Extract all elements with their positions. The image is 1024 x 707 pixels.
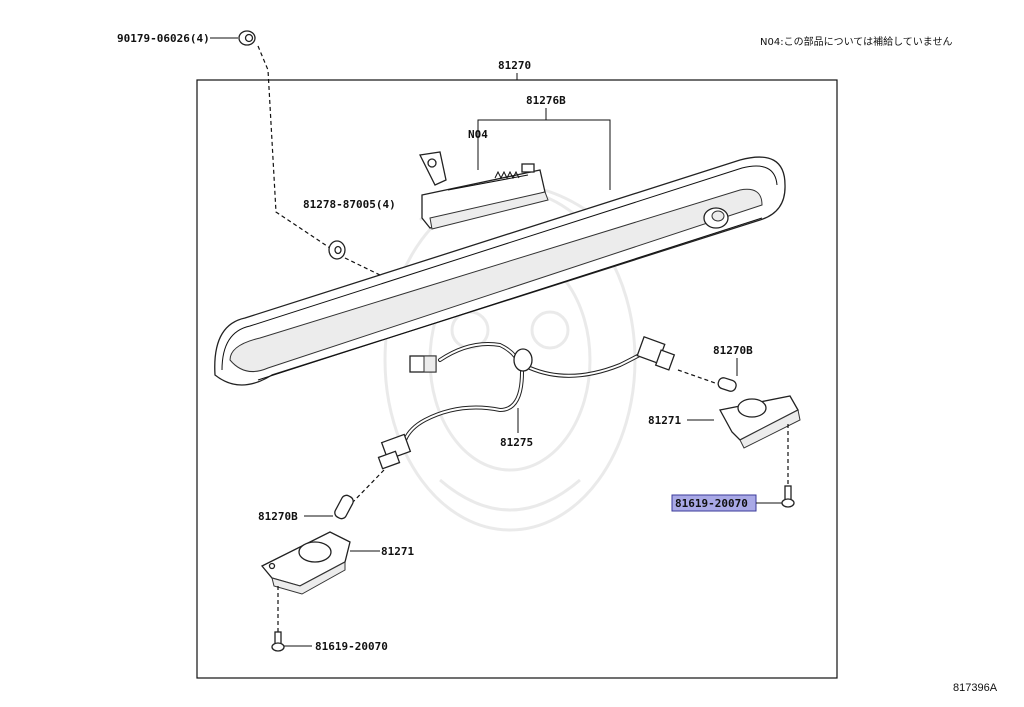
- label-81271-right[interactable]: 81271: [648, 414, 681, 427]
- socket-right: [636, 336, 676, 371]
- clip-part: [328, 240, 346, 260]
- nut-part-top: [238, 30, 256, 46]
- figure-code: 817396A: [953, 682, 998, 694]
- supply-note: N04:この部品については補給していません: [760, 35, 952, 48]
- latch-mechanism: [419, 151, 549, 230]
- label-81270[interactable]: 81270: [498, 59, 531, 72]
- label-81276b[interactable]: 81276B: [526, 94, 566, 107]
- lamp-left: [260, 531, 351, 595]
- label-81278-87005[interactable]: 81278-87005(4): [303, 198, 396, 211]
- screw-left: [271, 631, 285, 652]
- label-81619-20070-left[interactable]: 81619-20070: [315, 640, 388, 653]
- label-81619-20070-right[interactable]: 81619-20070: [675, 497, 748, 510]
- label-81271-left[interactable]: 81271: [381, 545, 414, 558]
- label-n04[interactable]: N04: [468, 128, 488, 141]
- wire-harness: [377, 336, 676, 470]
- bulb-right: [717, 377, 737, 392]
- socket-left: [377, 433, 412, 470]
- label-81275[interactable]: 81275: [500, 436, 533, 449]
- label-81270b-right[interactable]: 81270B: [713, 344, 753, 357]
- screw-right: [781, 485, 795, 508]
- lamp-right: [719, 395, 801, 449]
- label-81270b-left[interactable]: 81270B: [258, 510, 298, 523]
- label-90179-06026[interactable]: 90179-06026(4): [117, 32, 210, 45]
- bulb-left: [334, 494, 354, 520]
- garnish-bar: [214, 156, 786, 386]
